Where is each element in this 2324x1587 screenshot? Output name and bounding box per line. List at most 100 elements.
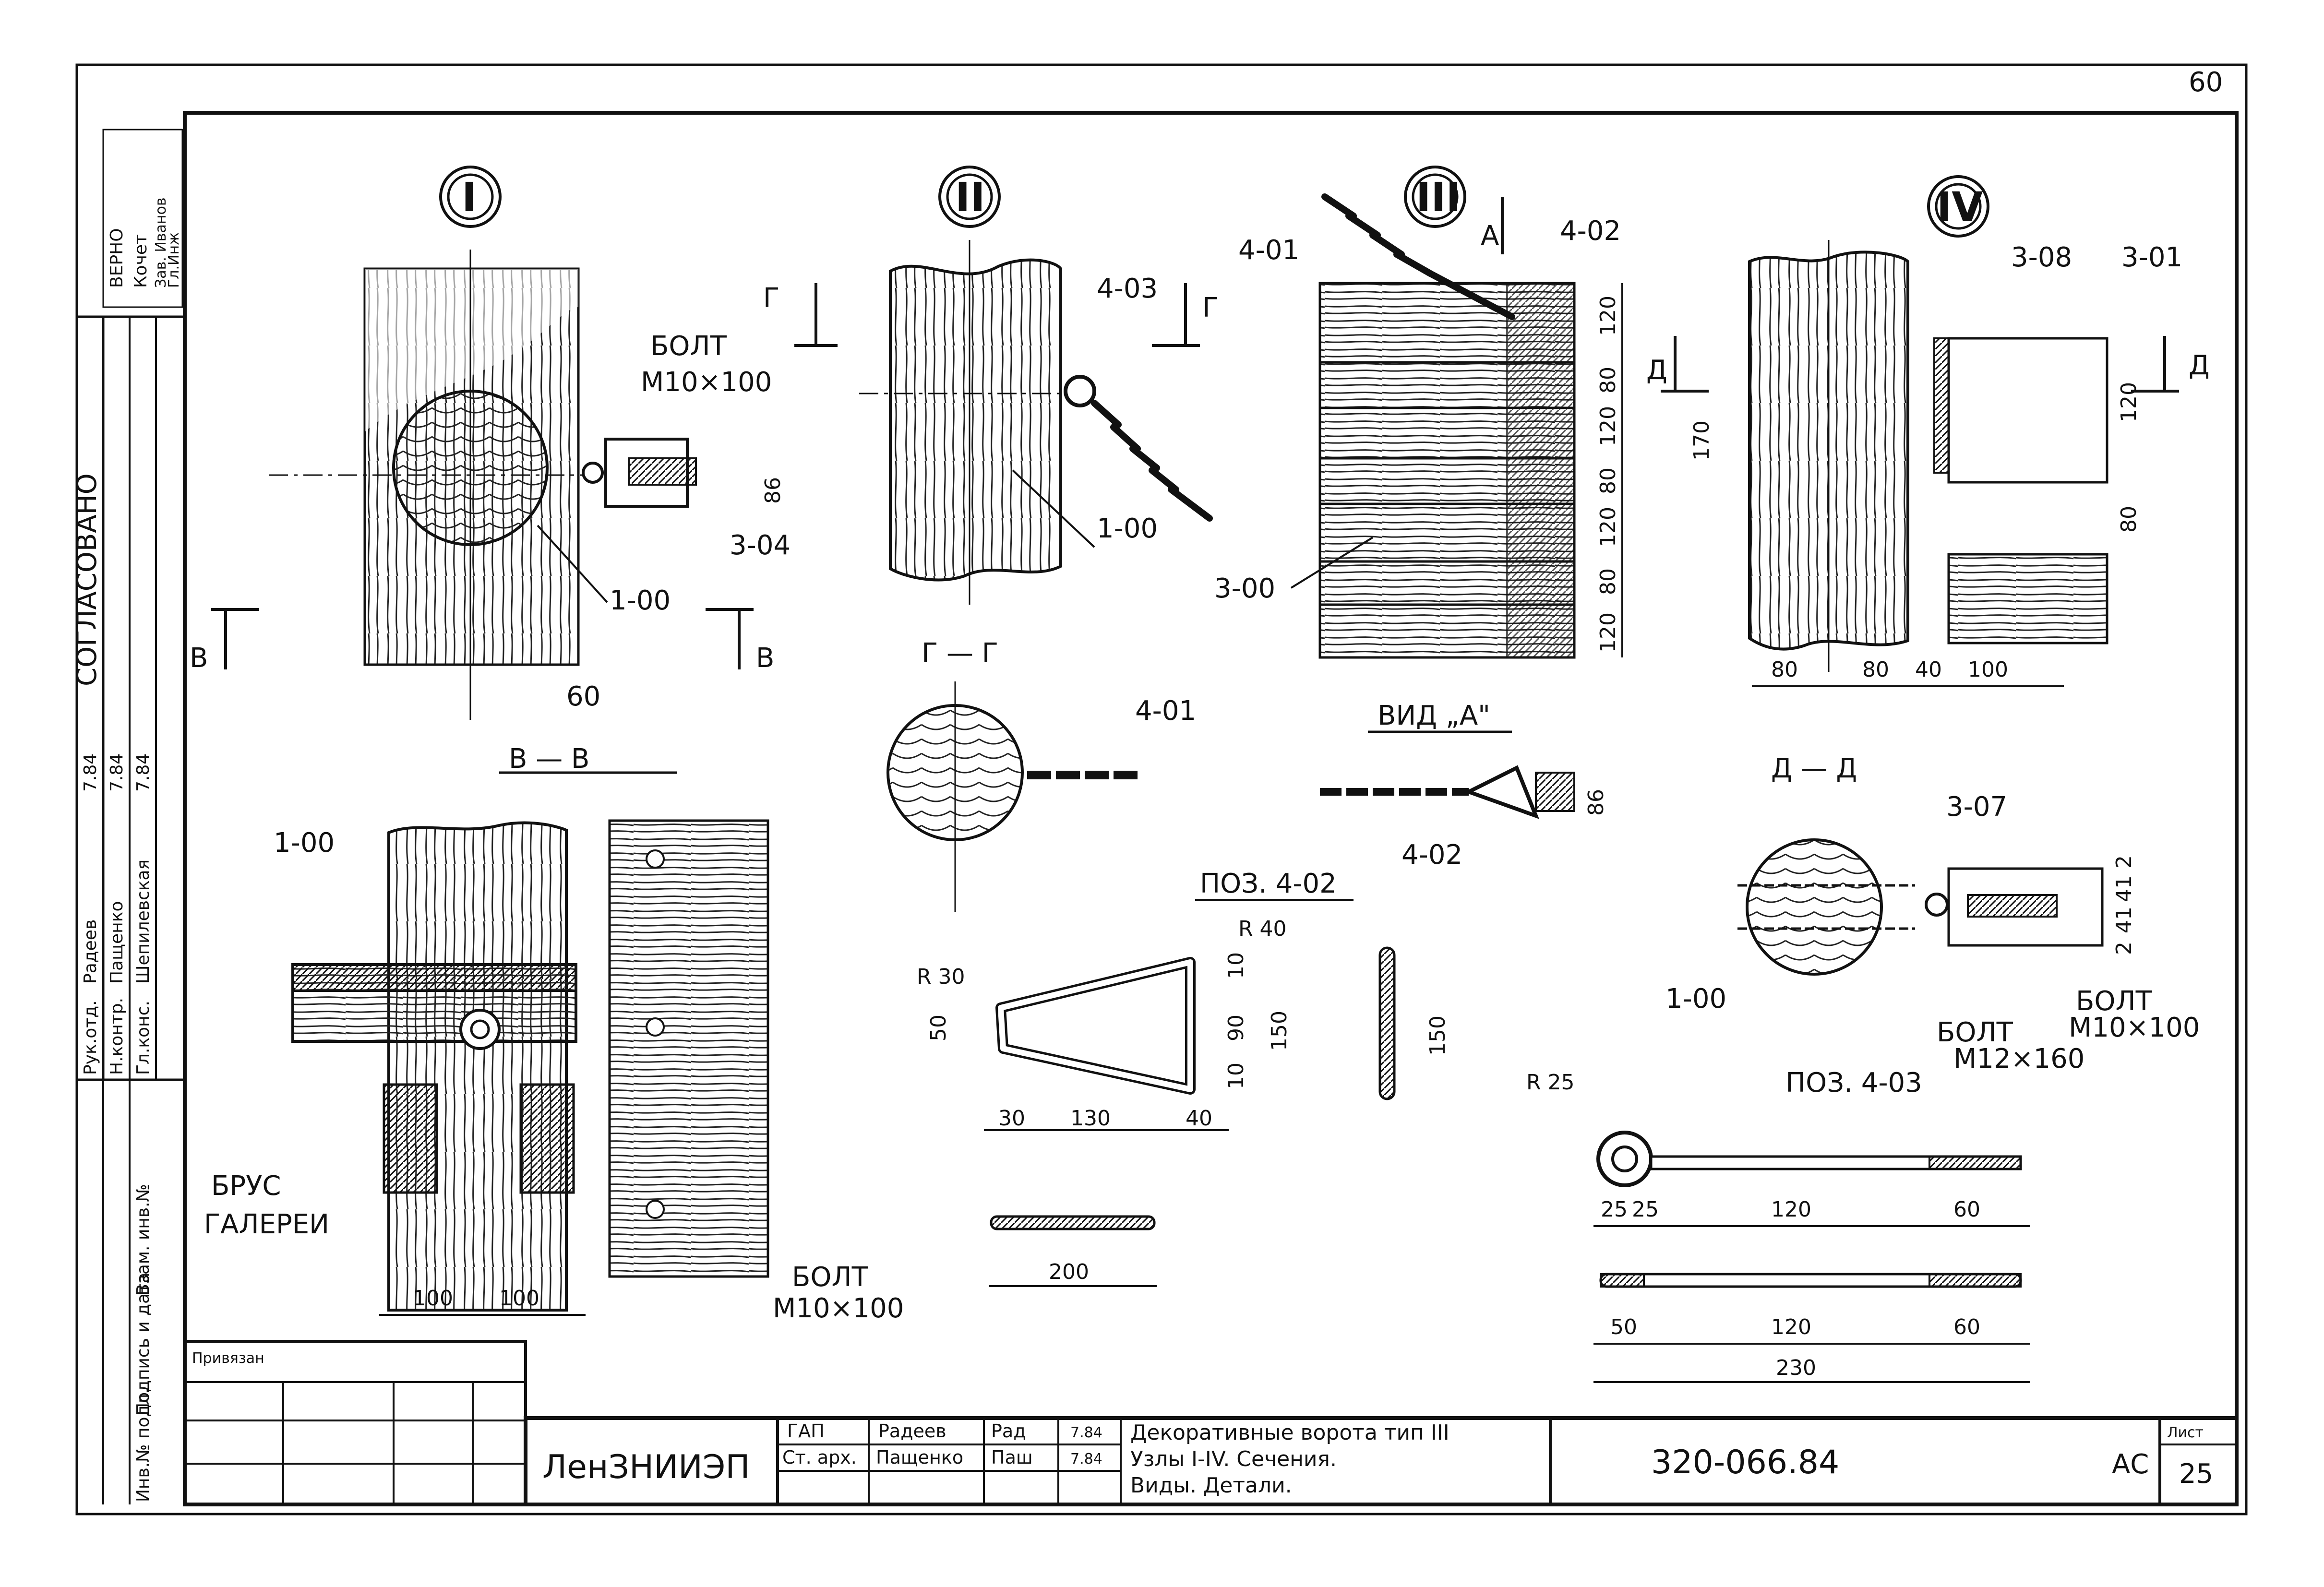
pos-403-dim-230: 230 bbox=[1776, 1356, 1816, 1380]
pos-403-dim-120b: 120 bbox=[1771, 1315, 1811, 1339]
tb-sign1: Рад bbox=[991, 1420, 1026, 1442]
node-3-part-401: 4-01 bbox=[1238, 235, 1299, 266]
name-2: Пащенко bbox=[107, 901, 127, 984]
role-1: Рук.отд. bbox=[81, 1000, 100, 1075]
node-3-dim-120c: 120 bbox=[1596, 507, 1620, 547]
left-approval-strip: СОГЛАСОВАНО Рук.отд. Н.контр. Гл.конс. Р… bbox=[72, 129, 185, 1504]
outer-border bbox=[75, 63, 2248, 1515]
node-1-dim-60: 60 bbox=[566, 681, 600, 712]
node-2-label: II bbox=[955, 174, 985, 221]
node-3-part-300: 3-00 bbox=[1214, 573, 1275, 604]
node-2: II Г Г 4-03 1-00 bbox=[763, 166, 1219, 605]
node-4-dim-80a: 80 bbox=[1771, 657, 1798, 682]
pos-403-title: ПОЗ. 4-03 bbox=[1785, 1067, 1922, 1098]
view-a-title: ВИД „А" bbox=[1378, 700, 1490, 731]
node-2-section-g-right: Г bbox=[1202, 292, 1219, 323]
node-3-dim-120a: 120 bbox=[1596, 296, 1620, 336]
title-block: Привязан ЛенЗНИИЭП ГАП Радеев Рад 7.84 С… bbox=[183, 1340, 2239, 1506]
stamp-line-3: Зав. Иванов bbox=[153, 197, 169, 288]
node-3-dim-120d: 120 bbox=[1596, 612, 1620, 653]
section-dd-bolt-a-size: М12×160 bbox=[1953, 1043, 2084, 1074]
pos-403-dim-60a: 60 bbox=[1953, 1197, 1980, 1222]
tb-gap-role: ГАП bbox=[787, 1420, 825, 1442]
pos-402-dim-150: 150 bbox=[1267, 1011, 1292, 1051]
approval-stamp bbox=[102, 129, 183, 308]
name-3: Шепилевская bbox=[133, 859, 153, 984]
pos-403-r25: R 25 bbox=[1526, 1070, 1575, 1095]
pos-402-dim-10b: 10 bbox=[1224, 1062, 1248, 1089]
node-2-section-g: Г bbox=[763, 283, 779, 314]
stamp-line-2: Кочет bbox=[131, 234, 151, 288]
node-4-section-d-left: Д bbox=[1646, 355, 1667, 386]
section-d-d: Д — Д 3-07 1-00 БОЛТ М12×160 БОЛТ М10×10… bbox=[1665, 753, 2200, 1074]
view-a-part-402: 4-02 bbox=[1402, 839, 1462, 871]
section-bb-dim-100a: 100 bbox=[413, 1286, 453, 1311]
pos-403-dim-120a: 120 bbox=[1771, 1197, 1811, 1222]
pos-402-dim-150b: 150 bbox=[1426, 1015, 1450, 1056]
node-4-label: IV bbox=[1937, 183, 1983, 230]
node-2-part-403: 4-03 bbox=[1097, 273, 1158, 304]
node-3-label: III bbox=[1416, 174, 1461, 221]
pos-402-r30: R 30 bbox=[917, 965, 965, 989]
pos-402-title: ПОЗ. 4-02 bbox=[1200, 868, 1337, 899]
section-gg-title: Г — Г bbox=[922, 638, 998, 669]
node-1-part-100: 1-00 bbox=[610, 585, 671, 616]
section-dd-dim-2b: 2 bbox=[2112, 942, 2136, 955]
node-4-dim-100: 100 bbox=[1968, 657, 2008, 682]
tb-date1: 7.84 bbox=[1070, 1424, 1102, 1441]
section-b-b: В — В 1-00 БРУС ГАЛЕРЕИ БОЛТ М10×100 100… bbox=[204, 743, 904, 1324]
section-b-right: В bbox=[756, 643, 774, 674]
pos-402-r40: R 40 bbox=[1238, 917, 1287, 941]
tb-sign2: Паш bbox=[991, 1447, 1033, 1468]
section-bb-bolt: БОЛТ bbox=[792, 1262, 869, 1293]
node-2-part-100: 1-00 bbox=[1097, 513, 1158, 544]
brus-label-1: БРУС bbox=[211, 1170, 281, 1202]
pos-403-dim-25a: 25 bbox=[1601, 1197, 1628, 1222]
pos-403-dim-50: 50 bbox=[1610, 1315, 1637, 1339]
node-1-bolt-size: М10×100 bbox=[641, 367, 772, 398]
tb-code: 320-066.84 bbox=[1651, 1444, 1839, 1481]
field-replace-inv: Взам. инв.№ bbox=[133, 1184, 153, 1296]
pos-402-dim-130: 130 bbox=[1070, 1106, 1111, 1131]
pos-402-dim-200: 200 bbox=[1049, 1260, 1089, 1284]
tb-title-line2: Узлы I-IV. Сечения. bbox=[1130, 1447, 1337, 1471]
section-bb-title: В — В bbox=[509, 743, 589, 775]
section-b-left: В bbox=[190, 643, 208, 674]
date-1: 7.84 bbox=[81, 753, 100, 792]
node-3-dim-80c: 80 bbox=[1596, 568, 1620, 595]
node-4-section-d-right: Д bbox=[2189, 350, 2210, 381]
section-dd-part-100: 1-00 bbox=[1665, 983, 1726, 1014]
approval-header: СОГЛАСОВАНО bbox=[72, 473, 103, 686]
node-3-a-mark: А bbox=[1481, 220, 1499, 251]
name-1: Радеев bbox=[81, 919, 100, 984]
node-4-dim-80b: 80 bbox=[1862, 657, 1889, 682]
section-bb-part-100: 1-00 bbox=[274, 827, 335, 859]
section-dd-dim-41a: 41 bbox=[2112, 875, 2136, 902]
node-3-dim-80a: 80 bbox=[1596, 367, 1620, 394]
stamp-line-4: Гл.Инж bbox=[166, 232, 182, 288]
tb-stage: АС bbox=[2112, 1449, 2149, 1480]
section-dd-title: Д — Д bbox=[1771, 753, 1857, 784]
tb-org: ЛенЗНИИЭП bbox=[542, 1448, 750, 1486]
node-1-bolt: БОЛТ bbox=[650, 331, 727, 362]
tb-date2: 7.84 bbox=[1070, 1451, 1102, 1468]
view-a: ВИД „А" 86 4-02 bbox=[1320, 700, 1608, 871]
pos-402-dim-30: 30 bbox=[998, 1106, 1025, 1131]
section-dd-dim-2a: 2 bbox=[2112, 855, 2136, 869]
role-2: Н.контр. bbox=[107, 998, 127, 1075]
section-dd-bolt-b-size: М10×100 bbox=[2069, 1012, 2200, 1043]
field-inv-original: Инв.№ подл. bbox=[133, 1388, 153, 1502]
node-3-dim-120b: 120 bbox=[1596, 406, 1620, 446]
tb-arch-role: Ст. арх. bbox=[782, 1447, 857, 1468]
date-2: 7.84 bbox=[107, 753, 127, 792]
pos-403-dim-60b: 60 bbox=[1953, 1315, 1980, 1339]
pos-402-dim-10a: 10 bbox=[1224, 952, 1248, 979]
date-3: 7.84 bbox=[133, 753, 153, 792]
pos-402-dim-40: 40 bbox=[1186, 1106, 1212, 1131]
node-4-dim-170: 170 bbox=[1689, 420, 1714, 461]
section-g-g: Г — Г 4-01 bbox=[886, 638, 1196, 912]
tb-title-line1: Декоративные ворота тип III bbox=[1130, 1420, 1450, 1445]
tb-sheet-no: 25 bbox=[2179, 1458, 2213, 1490]
pos-4-02: ПОЗ. 4-02 R 30 R 40 50 10 90 10 150 30 1… bbox=[917, 868, 1450, 1287]
tb-gap-name: Радеев bbox=[878, 1420, 946, 1442]
